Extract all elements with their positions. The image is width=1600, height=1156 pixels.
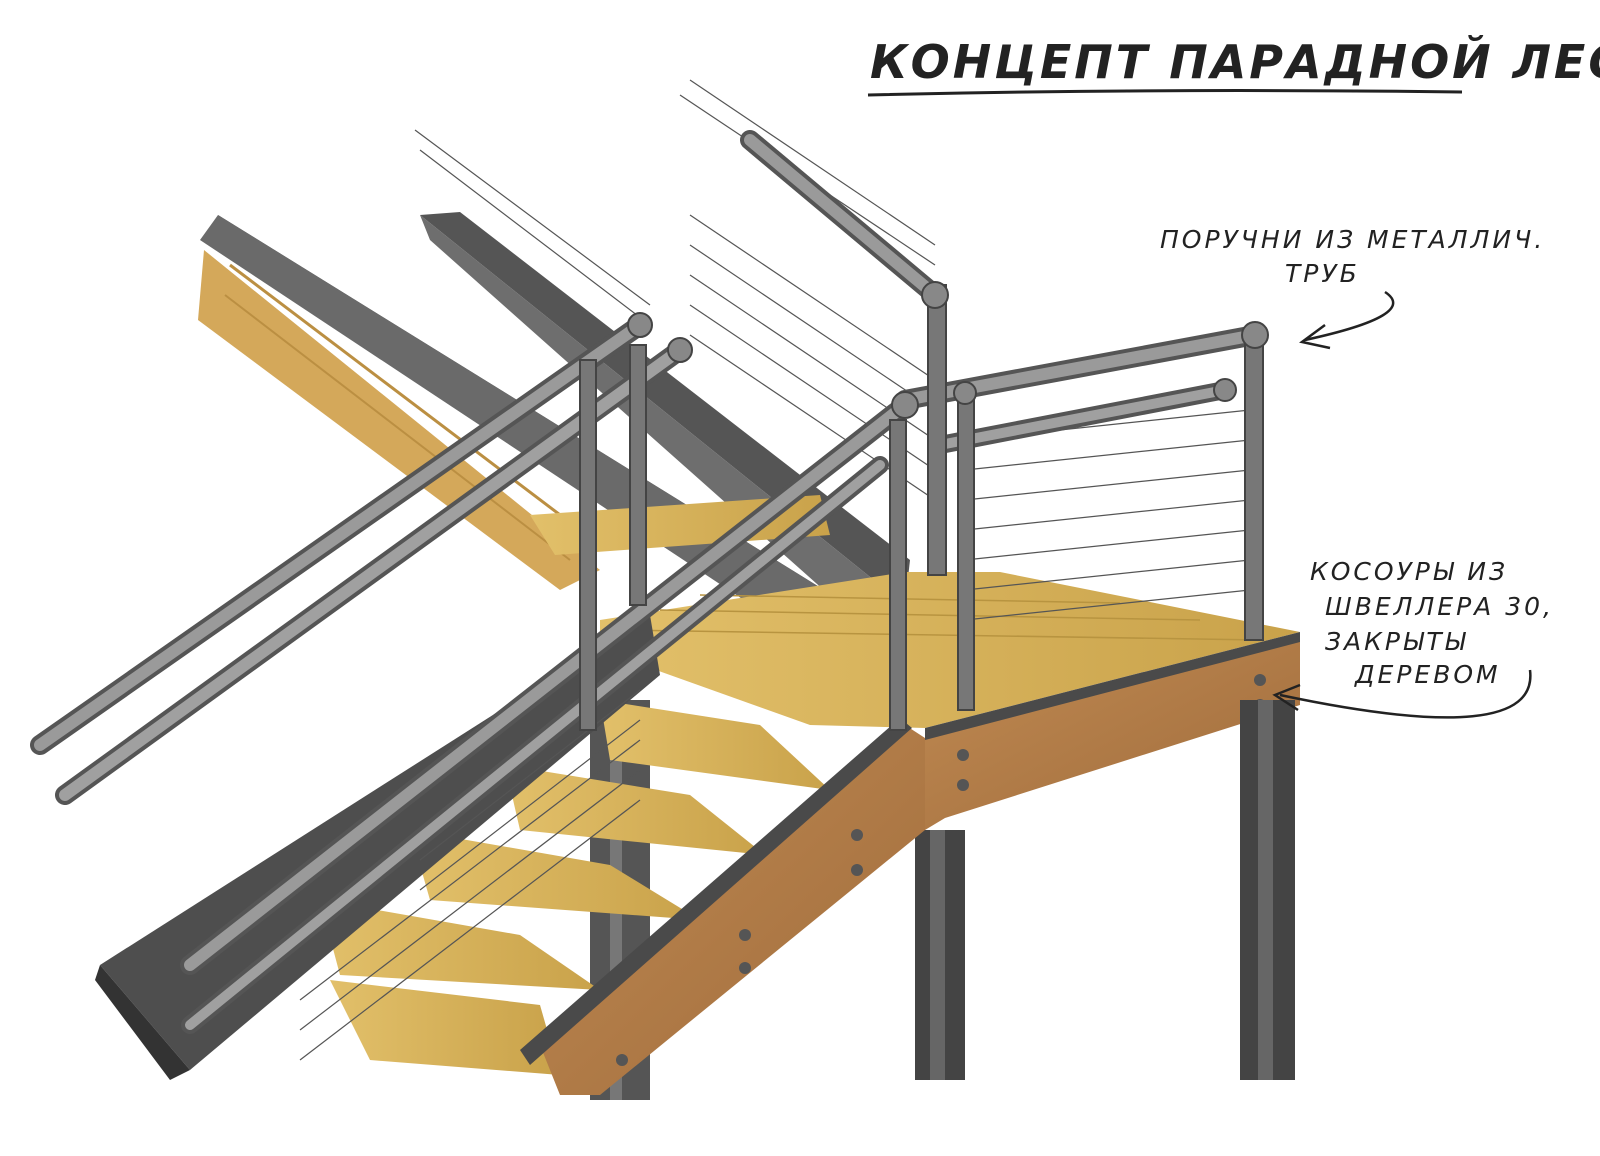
page-title: КОНЦЕПТ ПАРАДНОЙ ЛЕСТНИЦЫ bbox=[870, 35, 1600, 89]
lower-flight-stringer-right bbox=[520, 718, 925, 1095]
annotation-stringers-line-4: ДЕРЕВОМ bbox=[1354, 660, 1501, 689]
annotation-handrails-line-2: ТРУБ bbox=[1285, 259, 1360, 288]
title-underline bbox=[867, 89, 1463, 97]
annotation-handrails: ПОРУЧНИ ИЗ МЕТАЛЛИЧ. ТРУБ bbox=[1160, 225, 1545, 350]
annotation-handrails-arrowhead bbox=[1299, 323, 1331, 350]
annotation-stringers-line-1: КОСОУРЫ ИЗ bbox=[1310, 557, 1508, 586]
annotation-stringers-line-3: ЗАКРЫТЫ bbox=[1325, 627, 1468, 656]
annotation-stringers: КОСОУРЫ ИЗ ШВЕЛЛЕРА 30, ЗАКРЫТЫ ДЕРЕВОМ bbox=[1272, 557, 1554, 719]
lower-flight-treads bbox=[320, 700, 830, 1075]
landing-beam bbox=[925, 632, 1300, 830]
annotation-stringers-arrow bbox=[1279, 669, 1532, 719]
handrails bbox=[30, 130, 1265, 1034]
lower-flight-stringer-left bbox=[95, 615, 660, 1080]
annotation-stringers-line-2: ШВЕЛЛЕРА 30, bbox=[1325, 592, 1554, 621]
annotation-stringers-arrowhead bbox=[1272, 683, 1301, 712]
landing-platform bbox=[600, 572, 1300, 728]
cable-infill bbox=[299, 79, 1251, 1061]
annotation-handrails-arrow bbox=[1304, 290, 1395, 342]
annotation-handrails-line-1: ПОРУЧНИ ИЗ МЕТАЛЛИЧ. bbox=[1160, 225, 1545, 254]
railing-posts bbox=[579, 281, 1269, 731]
